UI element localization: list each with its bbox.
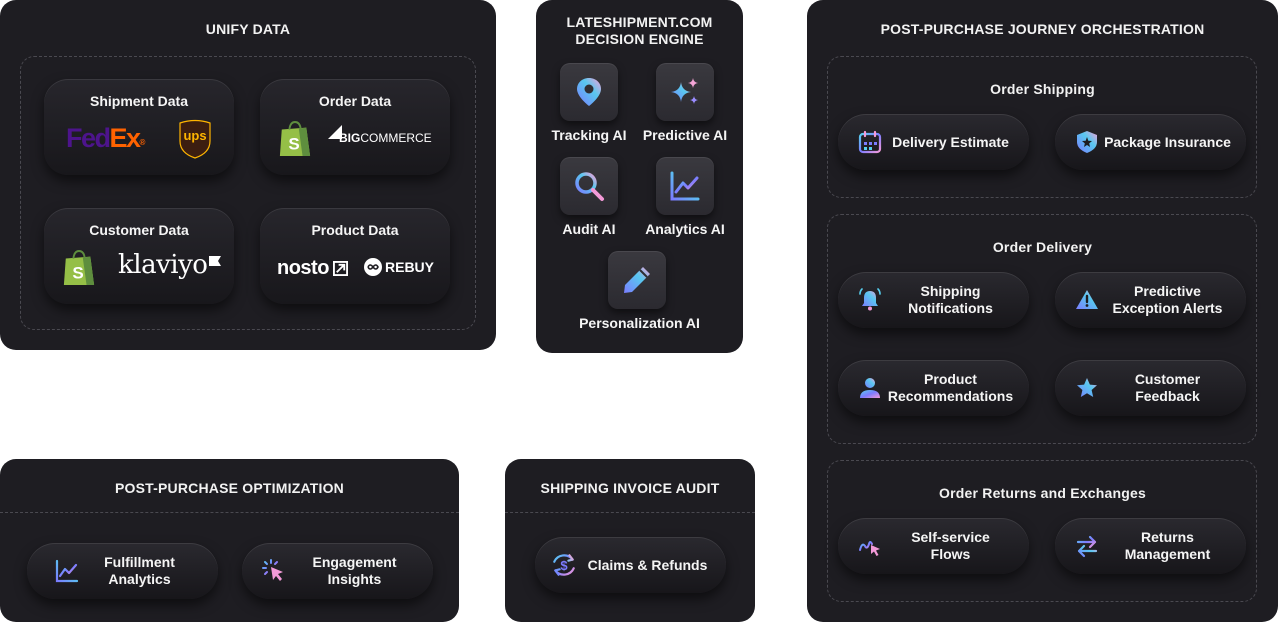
order-data-card[interactable]: Order Data S BIGCOMMERCE	[260, 79, 450, 175]
customer-data-card[interactable]: Customer Data S klaviyo	[44, 208, 234, 304]
decision-engine-panel: LATESHIPMENT.COM DECISION ENGINE Trackin…	[536, 0, 743, 353]
shipping-notifications-pill[interactable]: Shipping Notifications	[838, 272, 1029, 328]
predictive-ai-label: Predictive AI	[642, 127, 728, 143]
tracking-ai-label: Tracking AI	[551, 127, 627, 143]
fedex-logo: FedEx®	[66, 123, 146, 153]
user-icon	[860, 378, 880, 398]
order-delivery-group	[827, 214, 1257, 444]
optimization-divider	[0, 512, 459, 513]
analytics-ai-tile[interactable]	[656, 157, 714, 215]
predictive-ai-tile[interactable]	[656, 63, 714, 121]
analytics-ai-label: Analytics AI	[645, 221, 725, 237]
optimization-title: POST-PURCHASE OPTIMIZATION	[115, 480, 344, 496]
pill-label: Predictive Exception Alerts	[1112, 283, 1223, 316]
unify-data-title: UNIFY DATA	[205, 21, 291, 37]
shipping-invoice-audit-panel: SHIPPING INVOICE AUDIT $ Claims & Refund…	[505, 459, 755, 622]
personalization-ai-label: Personalization AI	[579, 315, 700, 331]
personalization-ai-tile[interactable]	[608, 251, 666, 309]
engine-title-line1: LATESHIPMENT.COM	[566, 14, 713, 30]
pill-label: Delivery Estimate	[892, 133, 1009, 150]
pill-label: Claims & Refunds	[587, 556, 708, 573]
calendar-icon	[858, 130, 882, 154]
audit-title: SHIPPING INVOICE AUDIT	[540, 480, 720, 496]
pill-label: Customer Feedback	[1134, 371, 1201, 404]
claims-refunds-pill[interactable]: $ Claims & Refunds	[535, 537, 726, 593]
journey-title: POST-PURCHASE JOURNEY ORCHESTRATION	[880, 21, 1205, 37]
unify-data-group	[20, 56, 476, 330]
klaviyo-logo: klaviyo	[118, 250, 222, 280]
dollar-refresh-icon: $	[553, 554, 575, 576]
card-title: Customer Data	[89, 222, 189, 238]
audit-divider	[505, 512, 755, 513]
svg-text:S: S	[288, 134, 299, 153]
delivery-estimate-pill[interactable]: Delivery Estimate	[838, 114, 1029, 170]
bell-icon	[859, 288, 881, 311]
click-cursor-icon	[262, 559, 283, 581]
warning-icon	[1076, 290, 1098, 309]
cursor-scribble-icon	[859, 541, 880, 556]
arrows-exchange-icon	[1076, 535, 1098, 558]
engagement-insights-pill[interactable]: Engagement Insights	[242, 543, 433, 599]
svg-text:$: $	[560, 558, 568, 573]
tracking-ai-tile[interactable]	[560, 63, 618, 121]
rebuy-logo: REBUY	[364, 258, 434, 276]
magnifier-icon	[575, 172, 604, 201]
sparkles-icon	[671, 78, 698, 104]
package-insurance-pill[interactable]: Package Insurance	[1055, 114, 1246, 170]
ups-logo: ups	[178, 119, 212, 159]
engine-title-line2: DECISION ENGINE	[575, 31, 704, 47]
pill-label: Shipping Notifications	[908, 283, 993, 316]
card-title: Product Data	[311, 222, 399, 238]
order-returns-group	[827, 460, 1257, 602]
nosto-logo: nosto	[277, 257, 348, 280]
pill-label: Engagement Insights	[312, 554, 397, 587]
pill-label: Self-service Flows	[911, 529, 990, 562]
line-chart-icon	[670, 171, 700, 201]
post-purchase-optimization-panel: POST-PURCHASE OPTIMIZATION Fulfillment A…	[0, 459, 459, 622]
audit-ai-tile[interactable]	[560, 157, 618, 215]
card-title: Order Data	[318, 93, 392, 109]
line-chart-icon	[55, 559, 79, 583]
pill-label: Fulfillment Analytics	[104, 554, 175, 587]
star-icon	[1077, 378, 1097, 397]
pill-label: Returns Management	[1124, 529, 1211, 562]
journey-orchestration-panel: POST-PURCHASE JOURNEY ORCHESTRATION Orde…	[807, 0, 1278, 622]
pencil-icon	[624, 267, 650, 293]
order-shipping-title: Order Shipping	[990, 81, 1095, 97]
product-data-card[interactable]: Product Data nosto REBUY	[260, 208, 450, 304]
customer-feedback-pill[interactable]: Customer Feedback	[1055, 360, 1246, 416]
audit-ai-label: Audit AI	[562, 221, 616, 237]
unify-data-panel: UNIFY DATA Shipment Data FedEx® ups Orde…	[0, 0, 496, 350]
product-recommendations-pill[interactable]: Product Recommendations	[838, 360, 1029, 416]
shopify-bag-icon: S	[279, 121, 311, 156]
order-returns-title: Order Returns and Exchanges	[939, 485, 1146, 501]
bigcommerce-logo: BIGCOMMERCE	[328, 125, 432, 145]
card-title: Shipment Data	[89, 93, 188, 109]
order-shipping-group	[827, 56, 1257, 198]
shipment-data-card[interactable]: Shipment Data FedEx® ups	[44, 79, 234, 175]
shopify-bag-icon: S	[63, 250, 95, 285]
self-service-flows-pill[interactable]: Self-service Flows	[838, 518, 1029, 574]
svg-text:S: S	[72, 263, 83, 282]
map-pin-icon	[577, 78, 601, 106]
shield-icon	[1077, 131, 1097, 153]
pill-label: Product Recommendations	[887, 371, 1014, 404]
order-delivery-title: Order Delivery	[992, 239, 1093, 255]
predictive-exception-alerts-pill[interactable]: Predictive Exception Alerts	[1055, 272, 1246, 328]
fulfillment-analytics-pill[interactable]: Fulfillment Analytics	[27, 543, 218, 599]
returns-management-pill[interactable]: Returns Management	[1055, 518, 1246, 574]
pill-label: Package Insurance	[1104, 133, 1231, 150]
